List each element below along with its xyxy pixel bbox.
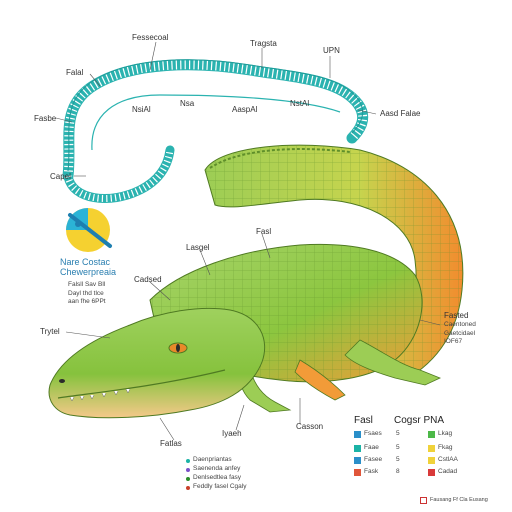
bottom-note: Feddly fasel Cgaly (186, 483, 246, 492)
legend-row: Fsaes (354, 430, 382, 439)
legend-row: CstlAA (428, 456, 458, 465)
label-left-mid: Fasbe (34, 114, 57, 123)
left-note-line: Dayl thd tlce (68, 289, 104, 297)
left-note-line: aan fhe 6PPt (68, 298, 106, 305)
logo-text-line: Nare Costac (60, 257, 111, 267)
label-top-center: Fessecoal (132, 33, 169, 42)
right-note: Fasted Caentoned Gaetcidael IOF67 (444, 312, 476, 346)
label-body-right: Fasl (256, 227, 272, 236)
note-dot-icon (186, 476, 190, 481)
note-dot-icon (186, 458, 190, 463)
label-body-left: Lasgel (186, 243, 210, 252)
label-inner-4: NstAl (290, 99, 310, 108)
footer-mark-icon (420, 497, 427, 504)
legend-swatch (354, 457, 361, 464)
legend-row: Cadad (428, 468, 457, 477)
note-dot-icon (186, 467, 190, 472)
label-belly: Iyaeh (222, 429, 242, 438)
label-left-lower: Capel (50, 172, 71, 181)
legend-swatch (428, 469, 435, 476)
right-note-line: Caentoned (444, 321, 476, 328)
right-note-line: Gaetcidael (444, 329, 476, 337)
label-jaw: Fatlas (160, 439, 182, 448)
legend-row: Fasee (354, 456, 382, 465)
legend-row: Lkag (428, 430, 452, 439)
label-top-right: UPN (323, 46, 340, 55)
right-note-line: Fasted (444, 311, 469, 320)
legend-swatch (354, 469, 361, 476)
legend: Fasl Cogsr PNA Fsaes 5 Faae 5 Fasee 5 Fa… (354, 416, 484, 480)
bottom-note: Saenenda anfey (186, 465, 246, 474)
bottom-notes: Daenpriantas Saenenda anfey Denlsedtlea … (186, 456, 246, 492)
left-note: Falsll Sav Bll Dayl thd tlce aan fhe 6PP… (68, 281, 106, 306)
spine-diagram (62, 59, 369, 203)
legend-title-a: Fasl (354, 415, 373, 426)
label-inner-3: AaspAl (232, 105, 258, 114)
left-note-line: Falsll Sav Bll (68, 281, 106, 288)
logo-text: Nare Costac Chewerpreaia (60, 258, 116, 277)
logo-emblem (66, 208, 112, 252)
legend-title-b: Cogsr PNA (394, 415, 445, 426)
legend-swatch (428, 431, 435, 438)
croc-head (48, 307, 266, 419)
legend-swatch (354, 431, 361, 438)
legend-swatch (428, 445, 435, 452)
legend-value: 8 (396, 468, 400, 475)
label-head-upper: Cadsed (134, 275, 162, 284)
legend-value: 5 (396, 444, 400, 451)
label-tail-low: Casson (296, 422, 324, 431)
footer: Fausang Ff Cla Eusang (420, 497, 488, 504)
legend-row: Faae (354, 444, 379, 453)
legend-row: Fkag (428, 444, 452, 453)
right-note-line: IOF67 (444, 338, 463, 345)
logo-text-line: Chewerpreaia (60, 267, 117, 277)
label-inner-2: Nsa (180, 99, 195, 108)
bottom-note: Daenpriantas (186, 456, 246, 465)
legend-row: Fask (354, 468, 378, 477)
legend-swatch (428, 457, 435, 464)
legend-swatch (354, 445, 361, 452)
label-right-of-spine: Aasd Falae (380, 109, 421, 118)
label-left-upper: Falal (66, 68, 84, 77)
legend-value: 5 (396, 456, 400, 463)
bottom-note: Denlsedtlea fasy (186, 474, 246, 483)
label-snout: Trytel (40, 327, 60, 336)
leader-lines (55, 41, 441, 441)
legend-value: 5 (396, 430, 400, 437)
note-dot-icon (186, 485, 190, 490)
label-inner-1: NsiAl (132, 105, 151, 114)
label-top-mid: Tragsta (250, 39, 277, 48)
